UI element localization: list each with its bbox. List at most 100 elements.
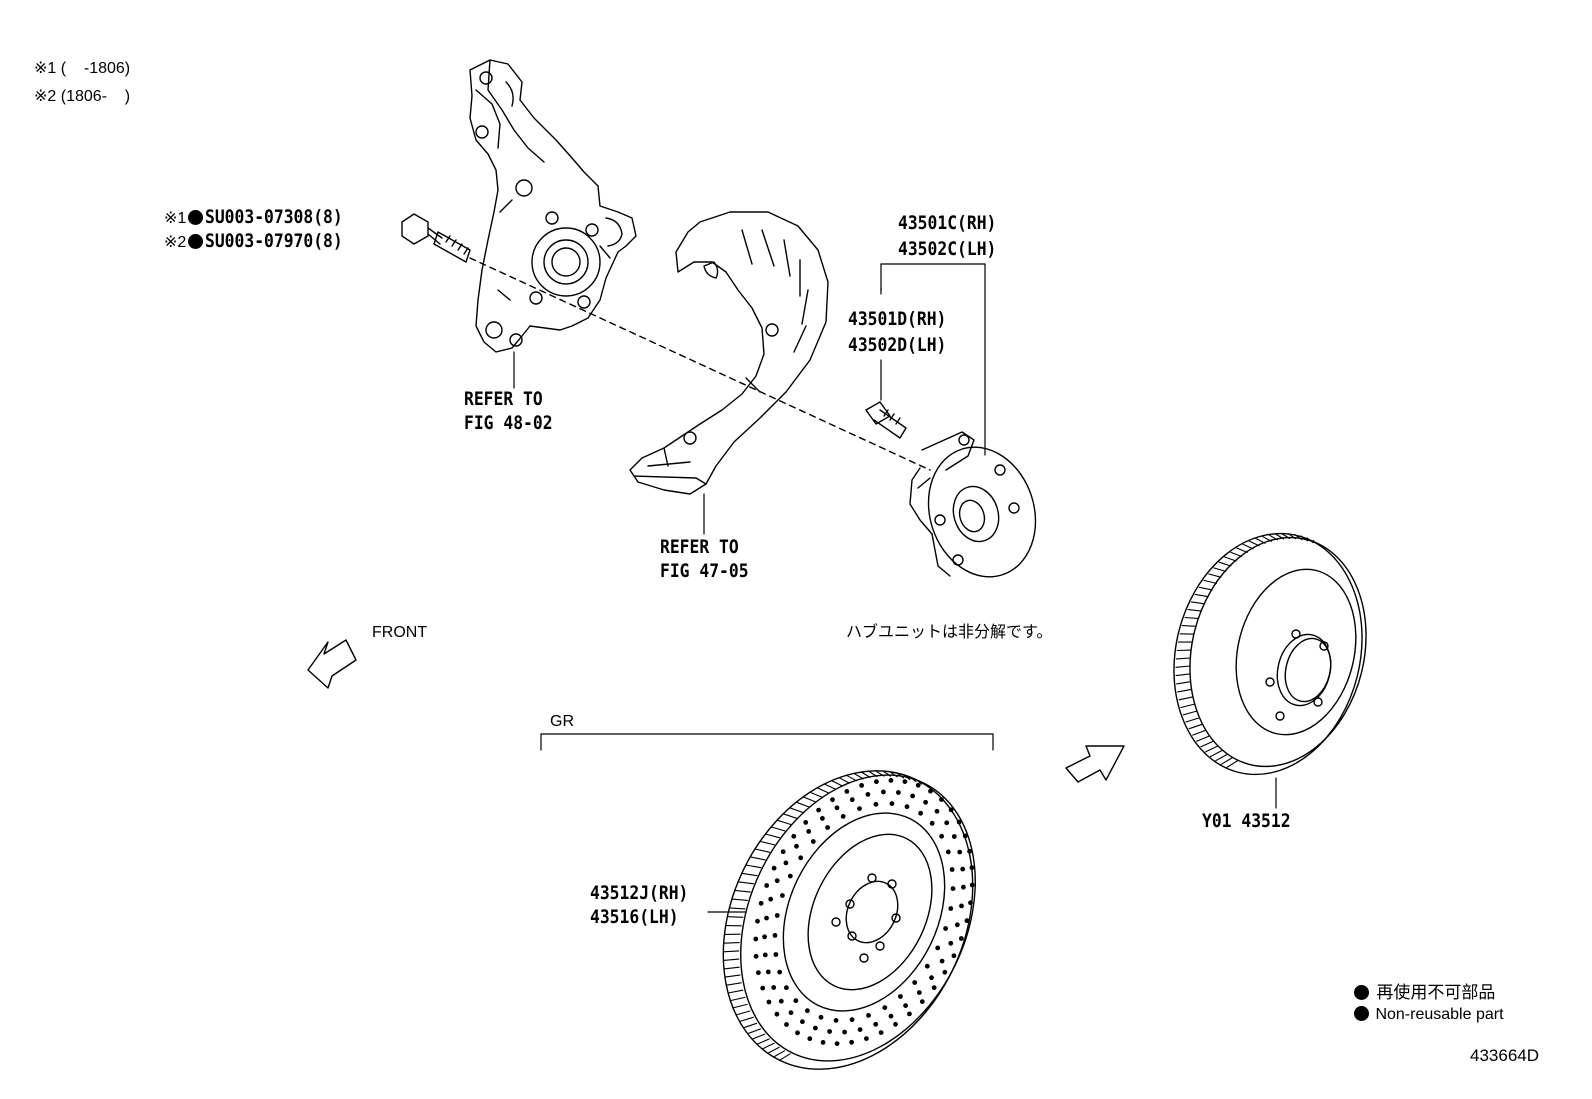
drill-hole [784,1022,789,1027]
figure-id: 433664D [1470,1046,1540,1065]
front-arrow-icon [308,640,356,688]
disc-vane [883,771,891,776]
drill-hole [874,779,879,785]
drill-hole [798,855,804,861]
disc-vane [796,802,809,807]
drill-hole [784,985,789,991]
drill-hole [865,792,871,797]
drill-hole [791,833,797,839]
drill-hole [805,1008,810,1014]
disc-vane [780,1054,791,1060]
drill-hole [929,975,934,981]
disc-vane [727,917,743,918]
disc-vane [752,1034,765,1039]
disc-vane [762,1043,774,1049]
drill-hole [813,1025,818,1031]
disc-vane [1176,658,1190,659]
note-1: ※1 ( -1806) [34,58,130,78]
hub-part-c-rh: 43501C(RH) [898,212,997,234]
disc-vane [1188,610,1201,612]
hub-part-c-lh: 43502C(LH) [898,238,997,260]
disc-vane [817,788,829,793]
drill-hole [795,1030,800,1036]
drill-hole [760,985,766,991]
drill-hole [935,945,941,951]
drill-hole [873,1021,879,1027]
drill-hole [849,1039,854,1045]
drill-hole [818,1014,824,1020]
disc-vane [1237,548,1248,552]
disc-vane [1197,736,1209,741]
drill-hole [954,922,960,928]
disc-vane [724,967,739,969]
drill-hole [948,807,954,813]
disc-vane [1219,562,1231,566]
drill-hole [825,825,830,830]
disc-vane [1206,746,1218,752]
drill-hole [787,873,793,879]
disc-vane [755,849,770,852]
disc-vane [1185,618,1199,619]
hub-stud [866,402,906,438]
disc-vane [735,890,751,892]
drill-hole [780,893,785,898]
disc-vane [1301,536,1307,541]
drill-hole [948,906,954,911]
disc-vane [1227,761,1237,768]
non-reusable-dot-icon [188,210,204,225]
legend-jp-text: 再使用不可部品 [1376,983,1496,1003]
disc-vane [1288,534,1295,539]
drill-hole [944,820,950,826]
drill-hole [755,918,760,924]
disc-vane [1249,541,1259,546]
drill-hole [774,913,780,918]
disc-vane [1282,534,1290,539]
drill-hole [849,1017,855,1023]
drill-hole [873,801,879,807]
legend-jp: 再使用不可部品 [1352,978,1495,1003]
disc-vane [746,865,761,868]
hub-unit [910,432,1052,591]
disc-vane [1176,666,1190,667]
disc-vane [730,997,744,1000]
drill-hole [948,940,954,946]
disc-vane [725,975,740,977]
drill-hole [961,884,966,890]
assembly-axis-line [470,258,930,470]
drill-hole [928,788,933,794]
drill-hole [810,839,816,844]
disc-vane [1176,674,1190,676]
drill-hole [951,953,957,959]
drill-hole [907,1011,912,1017]
non-reusable-dot-icon [1354,985,1369,1000]
gr-disc-rh: 43512J(RH) [590,882,689,904]
drill-hole [834,805,840,811]
note-2-range: (1806- ) [60,88,131,105]
drill-hole [753,936,759,942]
drill-hole [878,1030,884,1035]
disc-vane [757,1039,769,1044]
drill-hole [756,970,761,976]
disc-vane [728,990,743,993]
drill-hole [919,999,925,1004]
hub-part-d-lh: 43502D(LH) [848,334,947,356]
drill-hole [951,834,957,839]
disc-vane [723,951,739,952]
gr-disc-lh: 43516(LH) [590,906,679,928]
knuckle-ref-line-2: FIG 48-02 [464,412,553,434]
drill-hole [753,953,759,959]
disc-vane [771,827,785,831]
disc-vane [832,781,843,786]
disc-vane [847,775,857,780]
disc-vane [1186,718,1199,722]
drill-hole [765,969,771,975]
bolt-2-part-number: SU003-07970(8) [205,230,344,252]
disc-vane [1178,689,1192,692]
standard-brake-disc [1149,513,1389,794]
bolt-2-mark: ※2 [164,234,187,251]
drill-hole [916,990,922,995]
disc-vane [748,1029,761,1034]
drill-hole [774,878,780,884]
drill-hole [816,807,821,813]
